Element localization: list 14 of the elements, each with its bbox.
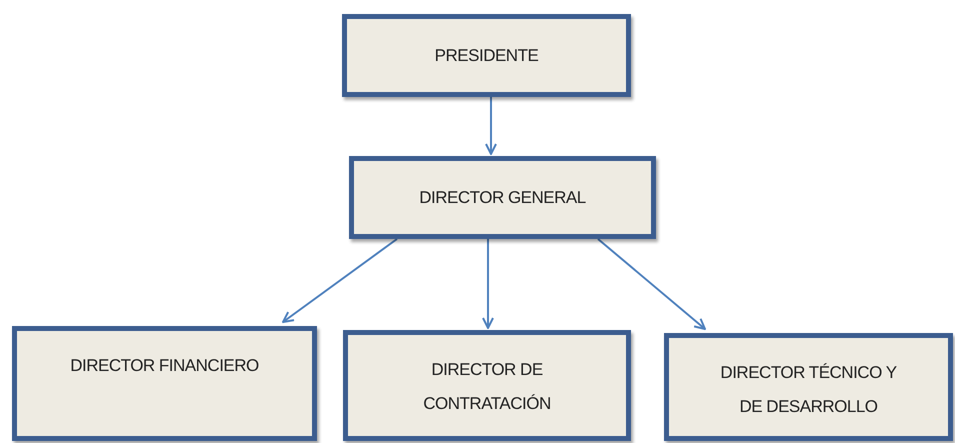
- position-title: PRESIDENTE: [434, 44, 540, 66]
- org-box: [343, 330, 631, 441]
- position-title: DIRECTOR TÉCNICO Y DE DESARROLLO: [719, 362, 898, 418]
- org-box: [342, 14, 631, 97]
- arrow: [482, 239, 494, 329]
- arrow: [485, 97, 497, 155]
- org-box: [12, 326, 317, 441]
- org-box: [664, 333, 953, 441]
- position-title: DIRECTOR DE CONTRATACIÓN: [422, 359, 552, 415]
- org-box: [349, 156, 656, 239]
- position-title: DIRECTOR FINANCIERO: [69, 355, 260, 377]
- arrow: [597, 238, 706, 330]
- position-title: DIRECTOR GENERAL: [418, 186, 587, 208]
- arrow: [282, 238, 398, 323]
